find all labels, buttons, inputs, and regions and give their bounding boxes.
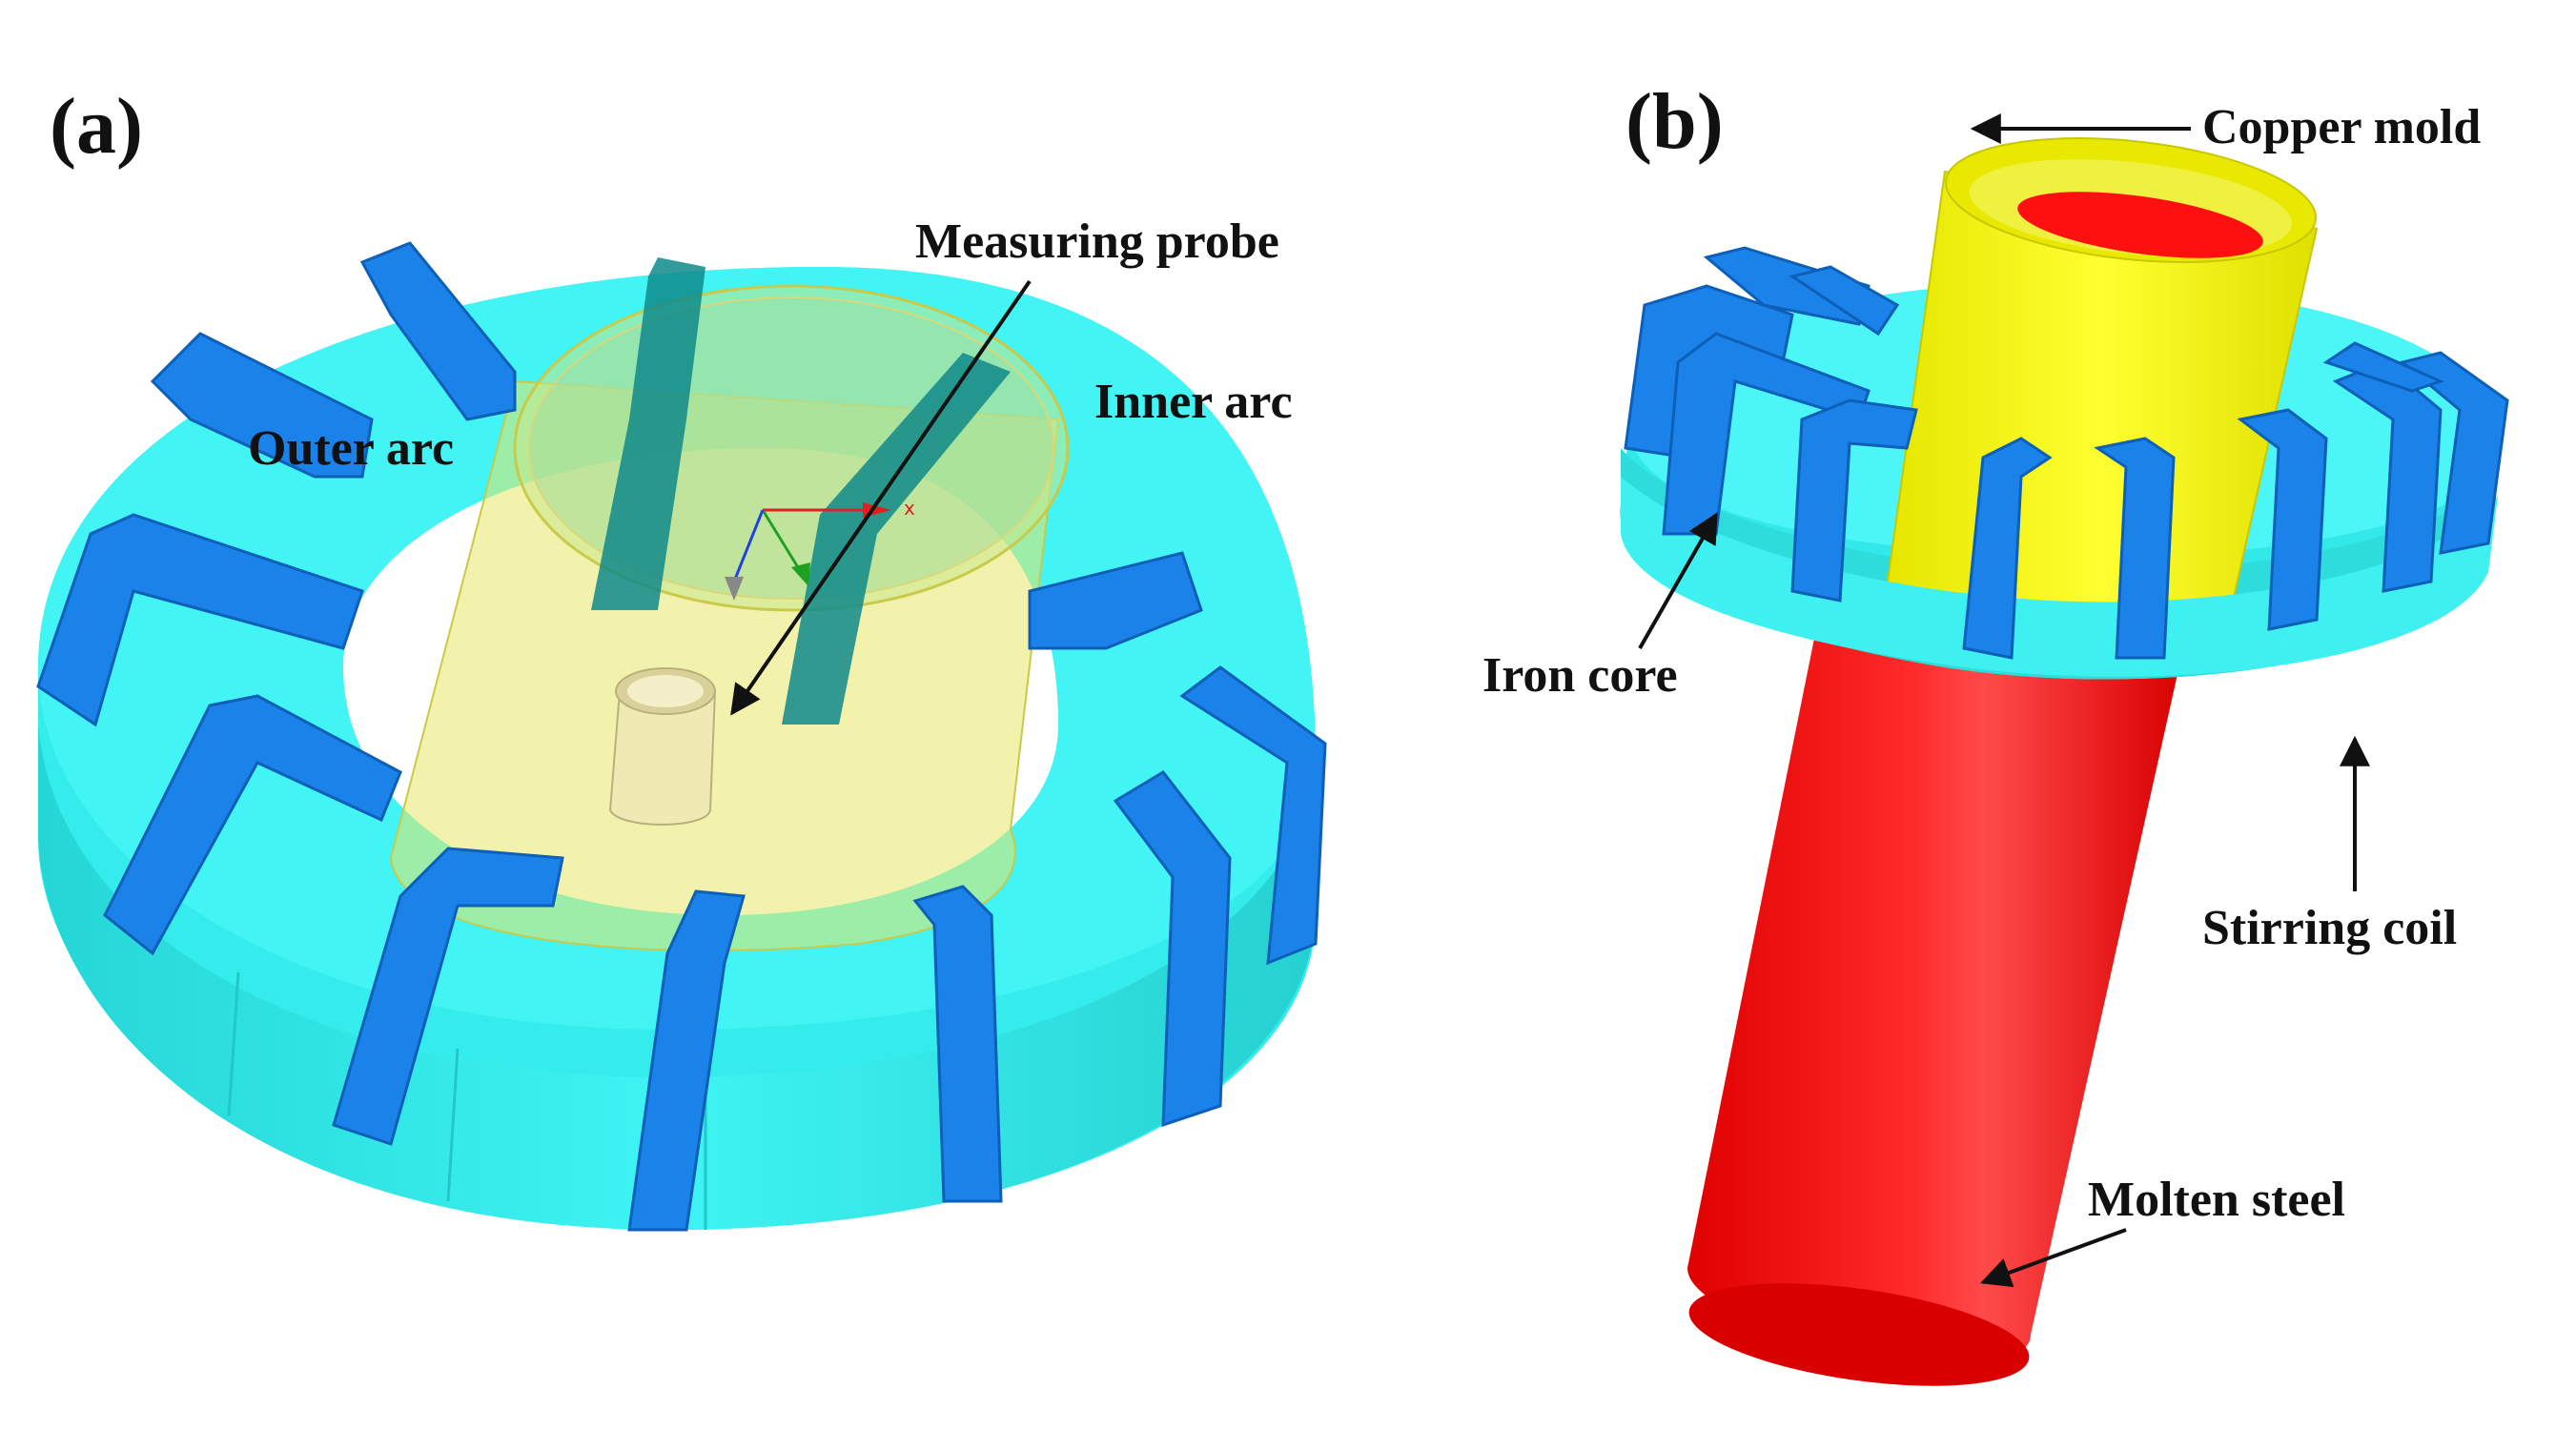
coil-a-3 [36,513,364,727]
molten-steel [1687,582,2183,1386]
coil-b-7 [2094,437,2176,660]
coil-a-9 [1179,665,1327,966]
measuring-probe-arrow [730,279,1032,716]
coil-b-6 [1962,437,2053,660]
iron-core-arrow [1638,512,1718,649]
panel-a: (a) [36,82,1327,1232]
coil-b-10 [2399,351,2509,555]
panel-a-label: (a) [50,82,143,171]
inner-arc-label: Inner arc [1094,375,1293,429]
panel-b-label: (b) [1625,77,1724,166]
coil-b-11 [2322,341,2445,393]
coil-b-8 [2237,408,2328,631]
coil-a-1 [359,241,517,421]
coil-a-5 [332,847,564,1146]
coil-a-6 [627,889,746,1232]
molten-steel-arrow [1979,1228,2127,1288]
coil-a-8 [1113,770,1232,1128]
inner-coil-right [782,353,1011,725]
stirring-coil-label: Stirring coil [2202,901,2457,955]
iron-core-label: Iron core [1482,648,1678,703]
axis-triad: x [725,497,915,601]
coil-a-7 [912,885,1003,1203]
stirring-coils-a [36,241,1327,1232]
measuring-probe [608,667,717,826]
coil-b-5 [1790,398,1918,603]
axis-x-label: x [904,497,915,520]
coil-a-10 [1028,551,1203,650]
coil-a-2 [150,332,374,479]
stirring-coils-b [1624,246,2509,660]
inner-coil-left [591,257,705,610]
measuring-probe-label: Measuring probe [915,214,1279,269]
copper-mold-label: Copper mold [2202,100,2481,154]
molten-steel-label: Molten steel [2088,1173,2345,1227]
panel-b: (b) [1482,77,2509,1386]
coil-b-3 [1789,265,1900,337]
outer-arc-label: Outer arc [248,421,454,476]
coil-a-4 [103,694,402,956]
